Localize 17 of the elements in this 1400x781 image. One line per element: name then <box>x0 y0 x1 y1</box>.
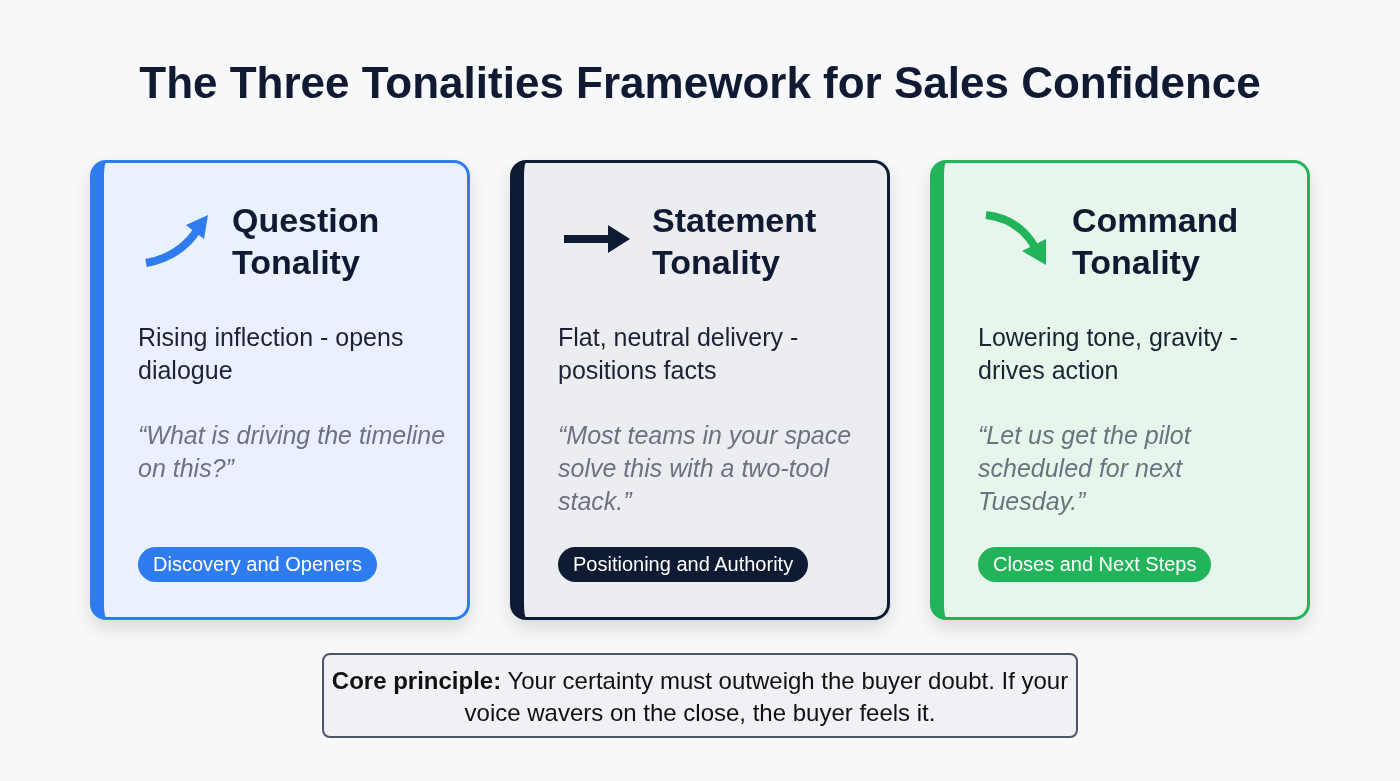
card-heading: Statement Tonality <box>652 200 818 283</box>
page-title: The Three Tonalities Framework for Sales Confidence <box>138 58 1262 108</box>
principle-note: Core principle: Your certainty must outweigh the buyer doubt. If your voice wavers on the close, the buyer feels it. <box>322 653 1078 738</box>
tonality-card <box>90 160 470 620</box>
example-quote: “Most teams in your space solve this with a two-tool stack.” <box>558 420 853 517</box>
tonality-card <box>510 160 890 620</box>
description-text: Lowering tone, gravity - drives action <box>978 322 1239 386</box>
card-heading: Question Tonality <box>232 200 381 283</box>
card-heading: Command Tonality <box>1072 200 1240 283</box>
example-quote: “What is driving the timeline on this?” <box>138 420 447 484</box>
category-tag: Positioning and Authority <box>558 547 809 582</box>
category-tag: Discovery and Openers <box>138 547 377 582</box>
description-text: Flat, neutral delivery - positions facts <box>558 322 800 386</box>
description-text: Rising inflection - opens dialogue <box>138 322 405 386</box>
category-tag: Closes and Next Steps <box>978 547 1212 582</box>
tonality-card <box>930 160 1310 620</box>
example-quote: “Let us get the pilot scheduled for next Tuesday.” <box>978 420 1193 517</box>
